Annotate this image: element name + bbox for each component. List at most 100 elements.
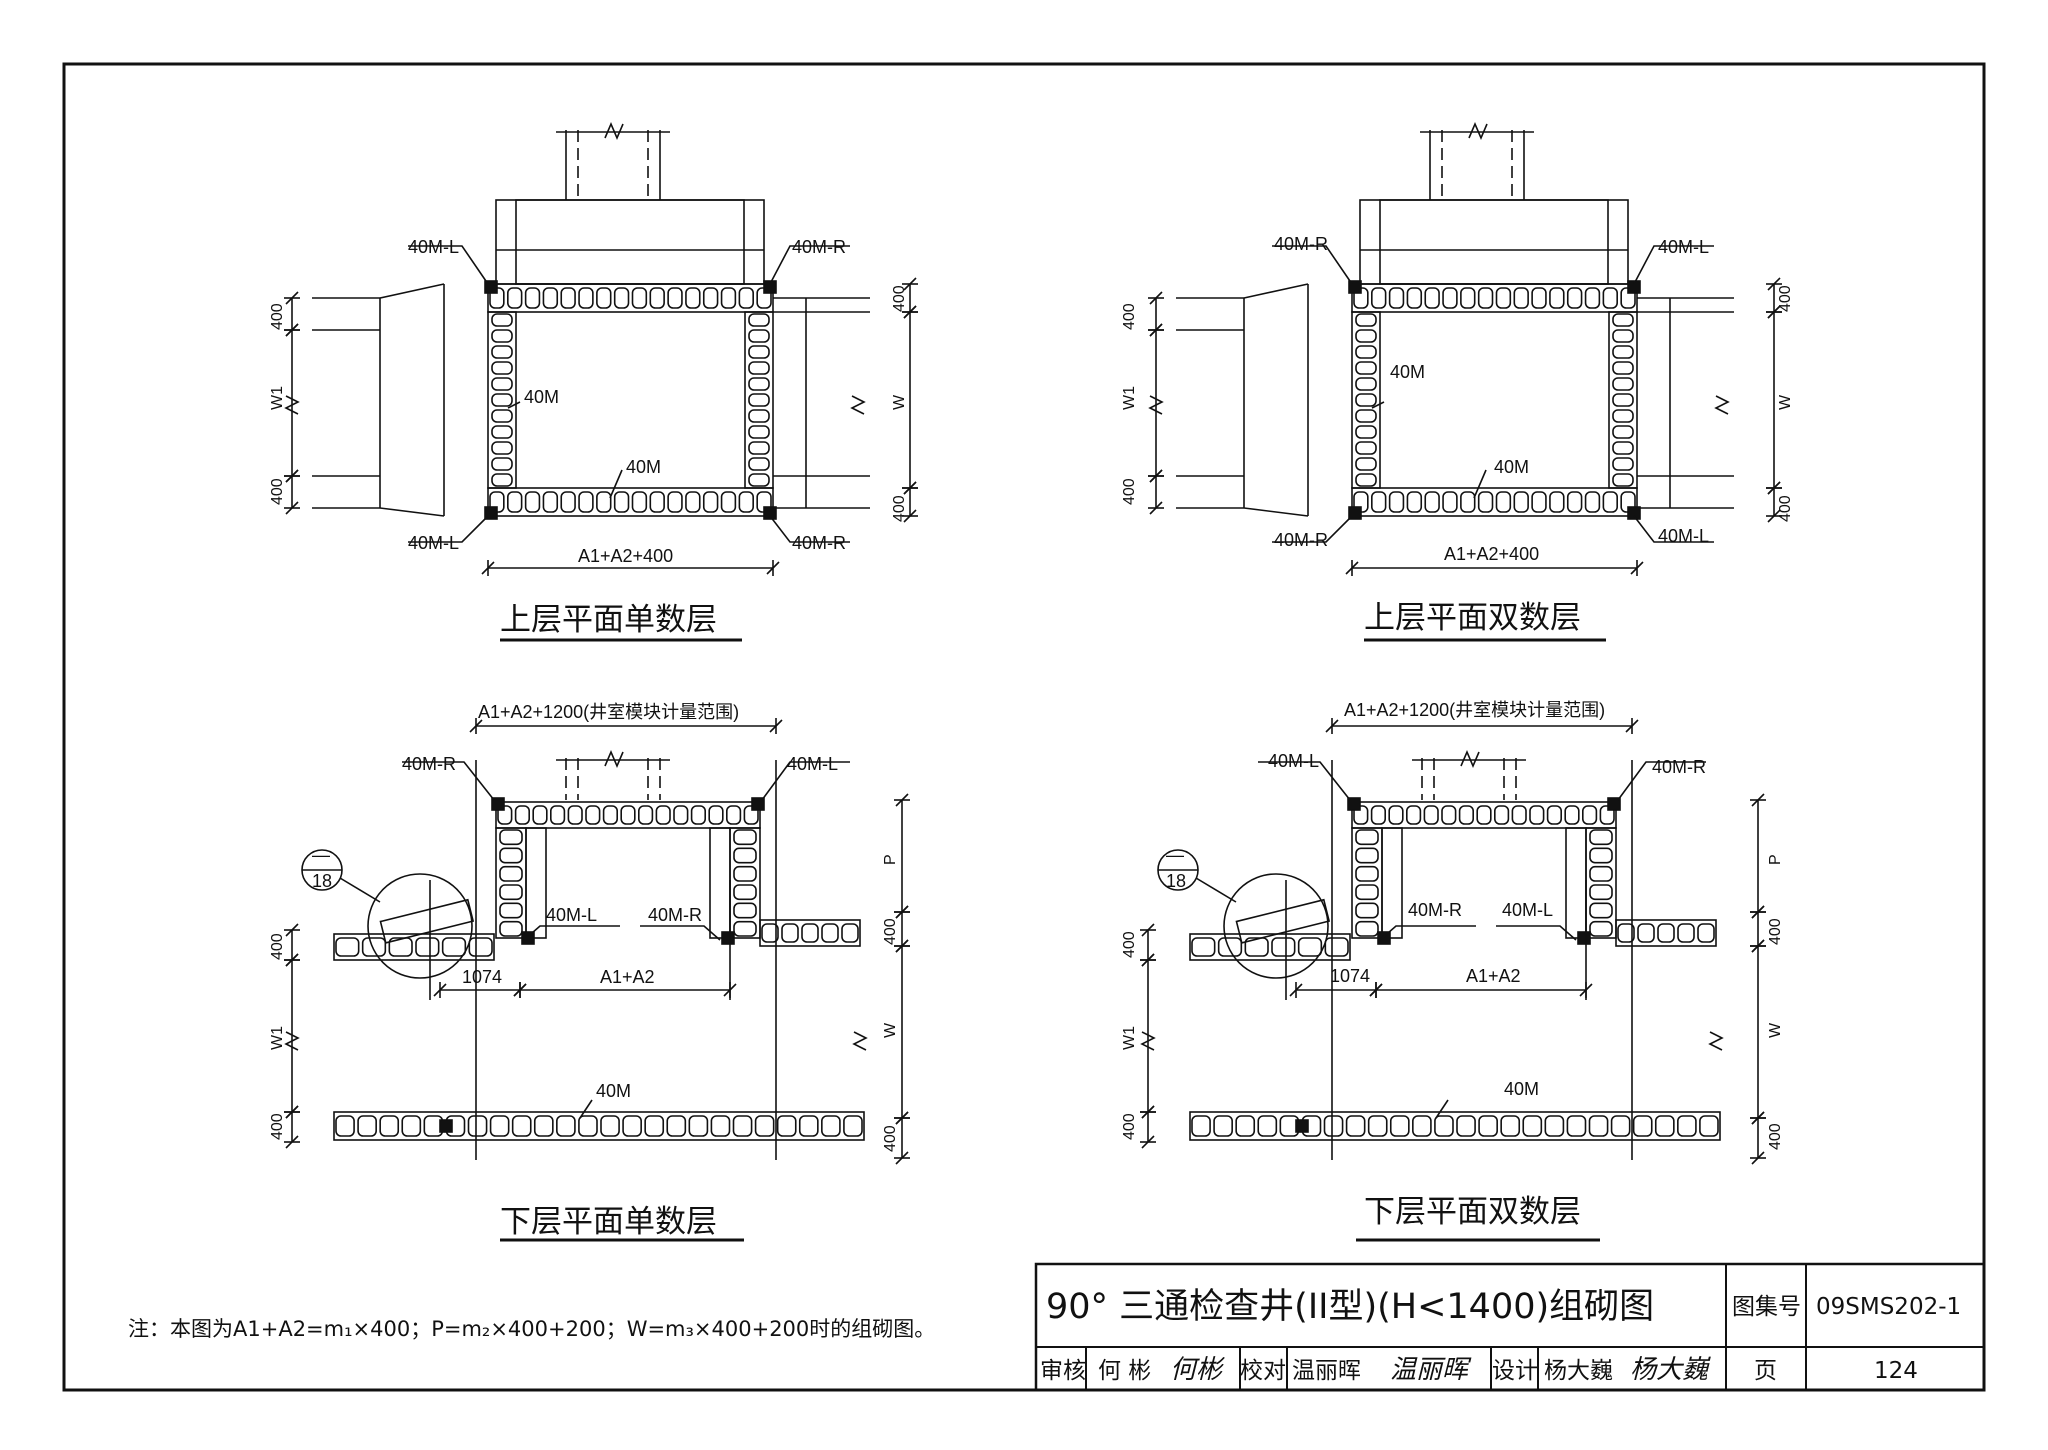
- brick-cell: [1612, 457, 1634, 471]
- brick-cell: [1478, 1115, 1498, 1137]
- dim-tick: [903, 481, 917, 495]
- brick-cell: [567, 805, 583, 825]
- label-wall-bottom: 40M: [626, 457, 661, 477]
- brick-cell: [720, 491, 737, 513]
- dim-tick: [285, 953, 299, 967]
- brick-cell: [613, 287, 630, 309]
- brick-cell: [1589, 902, 1613, 919]
- brick-cell: [1584, 491, 1601, 513]
- detail-top: —: [1166, 845, 1184, 865]
- label-corner-tl: 40M-L: [1268, 751, 1319, 771]
- label-corner-tl: 40M-L: [408, 237, 459, 257]
- corner-module: [439, 1119, 453, 1133]
- brick-cell: [1511, 805, 1527, 825]
- brick-cell: [542, 287, 559, 309]
- atlas-number: 09SMS202-1: [1816, 1294, 1961, 1320]
- dim-tick: [1751, 1111, 1765, 1125]
- brick-cell: [335, 937, 360, 957]
- dim-right-top: 400: [882, 918, 899, 945]
- dim-1074: 1074: [462, 967, 502, 987]
- brick-cell: [1355, 865, 1379, 882]
- dim-right-top: 400: [1767, 918, 1784, 945]
- break-mark: [1148, 395, 1164, 415]
- brick-cell: [1513, 491, 1529, 513]
- brick-cell: [702, 287, 719, 309]
- designer-signature: 杨大巍: [1630, 1355, 1711, 1385]
- brick-cell: [738, 491, 754, 513]
- checker-name: 温丽晖: [1292, 1358, 1361, 1384]
- detail-bottom: 18: [312, 871, 332, 891]
- brick-cell: [1353, 805, 1369, 825]
- brick-cell: [1355, 393, 1377, 407]
- brick-cell: [1494, 805, 1510, 825]
- brick-cell: [631, 287, 648, 309]
- dim-tick: [285, 323, 299, 337]
- brick-cell: [1355, 425, 1377, 439]
- dim-right-mid: W: [1777, 394, 1794, 410]
- brick-cell: [1412, 1115, 1432, 1137]
- dim-top: A1+A2+1200(井室模块计量范围): [478, 702, 739, 722]
- brick-cell: [1235, 1115, 1256, 1137]
- dim-1074: 1074: [1330, 966, 1370, 986]
- brick-cell: [748, 329, 770, 343]
- dim-tick: [1141, 1135, 1155, 1149]
- brick-cell: [1355, 847, 1379, 864]
- caption-upper-double: 上层平面双数层: [1364, 600, 1581, 636]
- dim-tick: [903, 509, 917, 523]
- dim-a1a2: A1+A2: [600, 967, 655, 987]
- brick-cell: [560, 491, 576, 513]
- brick-cell: [733, 829, 757, 846]
- dim-tick: [1751, 1151, 1765, 1165]
- brick-cell: [1324, 937, 1349, 957]
- detail-leader: [1195, 877, 1237, 903]
- brick-cell: [491, 441, 513, 455]
- dim-right-mid: W: [1767, 1022, 1784, 1038]
- label-inner-r: 40M-L: [1502, 900, 1553, 920]
- brick-cell: [491, 425, 513, 439]
- design-label: 设计: [1492, 1358, 1538, 1384]
- dim-bottom: A1+A2+400: [578, 546, 673, 566]
- label-wall-left: 40M: [1390, 362, 1425, 382]
- brick-cell: [1589, 847, 1613, 864]
- dim-left-bot: 400: [1121, 478, 1138, 505]
- brick-cell: [1370, 805, 1386, 825]
- brick-cell: [781, 923, 799, 943]
- dim-tick: [1141, 1105, 1155, 1119]
- leader-line: [1435, 1099, 1449, 1119]
- brick-cell: [532, 805, 548, 825]
- left-transition: [379, 283, 445, 299]
- brick-cell: [733, 865, 757, 882]
- brick-cell: [688, 1115, 709, 1137]
- brick-cell: [499, 884, 523, 901]
- title-block: [1034, 1262, 1986, 1392]
- dim-tick: [1767, 481, 1781, 495]
- drawing-title: 90° 三通检查井(II型)(H<1400)组砌图: [1046, 1287, 1654, 1327]
- dim-left-top: 400: [1121, 931, 1138, 958]
- brick-cell: [1564, 805, 1580, 825]
- inner-return-left: [1381, 827, 1403, 939]
- leader-line: [1473, 469, 1487, 499]
- dim-tick: [895, 1151, 909, 1165]
- brick-cell: [644, 1115, 665, 1137]
- brick-cell: [357, 1115, 377, 1137]
- corner-module: [721, 931, 735, 945]
- corner-module: [1627, 506, 1641, 520]
- caption-upper-single: 上层平面单数层: [500, 602, 717, 638]
- brick-cell: [1531, 287, 1547, 309]
- brick-cell: [401, 1115, 422, 1137]
- left-transition: [1243, 507, 1309, 517]
- brick-cell: [1617, 923, 1635, 943]
- brick-cell: [491, 361, 513, 375]
- brick-cell: [441, 937, 467, 957]
- label-inner-r: 40M-R: [648, 905, 702, 925]
- brick-cell: [1388, 287, 1405, 309]
- detail-bottom: 18: [1166, 871, 1186, 891]
- brick-cell: [1566, 287, 1583, 309]
- dim-a1a2: A1+A2: [1466, 966, 1521, 986]
- brick-cell: [415, 937, 440, 957]
- plan-lower-double: [1140, 718, 1766, 1242]
- brick-cell: [732, 1115, 753, 1137]
- brick-cell: [1588, 1115, 1609, 1137]
- dim-tick: [903, 305, 917, 319]
- dim-tick: [1149, 291, 1163, 305]
